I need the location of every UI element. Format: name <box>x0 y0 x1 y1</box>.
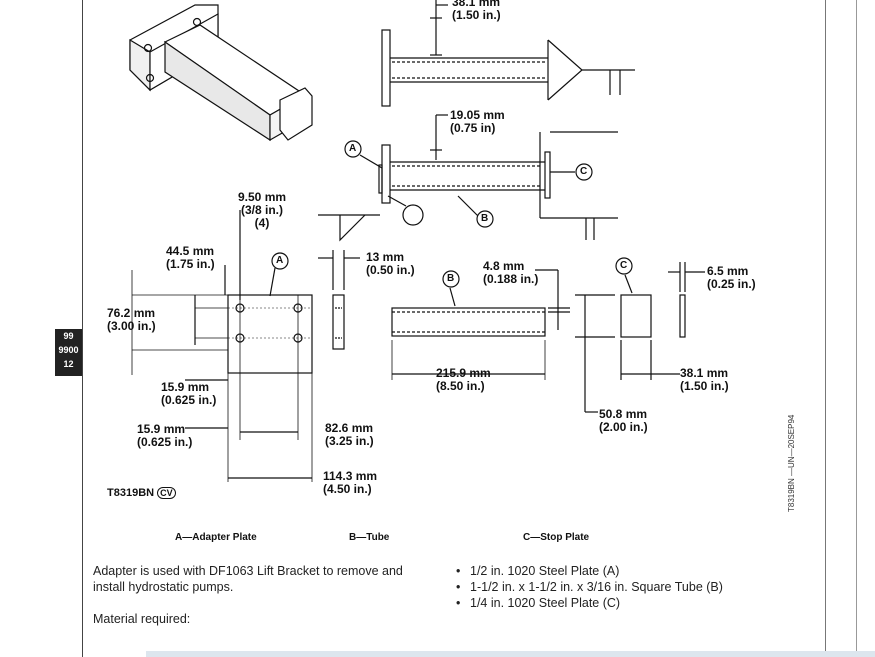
tube-view <box>391 269 570 380</box>
callout-c-label-2: C <box>620 260 628 271</box>
dim-stop-height: 50.8 mm(2.00 in.) <box>599 407 648 434</box>
material-item: 1-1/2 in. x 1-1/2 in. x 3/16 in. Square … <box>456 579 723 595</box>
dim-hole-span: 82.6 mm(3.25 in.) <box>325 421 374 448</box>
material-item: 1/2 in. 1020 Steel Plate (A) <box>456 563 723 579</box>
dim-edge-horizontal: 15.9 mm(0.625 in.) <box>137 422 193 449</box>
dim-plate-thickness: 13 mm(0.50 in.) <box>366 250 415 277</box>
callout-a-label: A <box>276 255 284 266</box>
callout-markers <box>271 140 633 288</box>
callout-a-label-2: A <box>349 143 357 154</box>
section-tab-line1: 99 <box>63 331 74 341</box>
dim-tube-length: 215.9 mm(8.50 in.) <box>436 366 491 393</box>
callout-c-label: C <box>580 166 588 177</box>
section-tab: 99 9900 12 <box>55 329 82 376</box>
usage-paragraph: Adapter is used with DF1063 Lift Bracket… <box>93 564 403 594</box>
callout-c-assembly <box>575 163 593 181</box>
stop-plate-view <box>575 262 705 413</box>
isometric-adapter-view <box>129 4 313 142</box>
dim-stop-thickness: 6.5 mm(0.25 in.) <box>707 264 756 291</box>
page-left-border <box>82 0 83 657</box>
adapter-plate-side-view <box>318 250 360 350</box>
side-view-assembled <box>381 0 635 107</box>
adapter-plate-front-view <box>131 210 313 482</box>
caption-stop-plate: C—Stop Plate <box>523 532 590 543</box>
side-figure-code: T8319BN —UN—20SEP94 <box>787 414 796 512</box>
page-right-border-outer <box>856 0 857 657</box>
section-tab-line2: 9900 <box>58 345 79 355</box>
callout-a-assembly <box>344 140 362 158</box>
callout-b-label: B <box>481 213 489 224</box>
side-view-detail <box>318 114 618 242</box>
dim-tube-gap: 19.05 mm(0.75 in) <box>450 108 505 135</box>
material-label: Material required: <box>93 612 191 626</box>
callout-b-tube <box>442 270 460 288</box>
callout-b-assembly <box>476 210 494 228</box>
material-item: 1/4 in. 1020 Steel Plate (C) <box>456 595 723 611</box>
callout-a-plate <box>271 252 289 270</box>
dim-hole-size: 9.50 mm(3/8 in.)(4) <box>238 190 287 230</box>
dim-plate-width: 114.3 mm(4.50 in.) <box>323 469 378 496</box>
dim-edge-vertical: 15.9 mm(0.625 in.) <box>161 380 217 407</box>
section-tab-line3: 12 <box>63 359 74 369</box>
materials-list: 1/2 in. 1020 Steel Plate (A) 1-1/2 in. x… <box>456 563 723 611</box>
dim-plate-hole-vertical: 44.5 mm(1.75 in.) <box>166 244 215 271</box>
page-right-border <box>825 0 826 657</box>
dim-top-thickness: 38.1 mm(1.50 in.) <box>452 0 501 22</box>
callout-b-label-2: B <box>447 273 455 284</box>
horizontal-scrollbar[interactable] <box>146 651 875 657</box>
dim-tube-wall: 4.8 mm(0.188 in.) <box>483 259 539 286</box>
cv-badge: CV <box>157 487 176 499</box>
callout-c-stop <box>615 257 633 275</box>
dim-plate-height: 76.2 mm(3.00 in.) <box>107 306 156 333</box>
caption-adapter-plate: A—Adapter Plate <box>175 532 257 543</box>
dim-stop-width: 38.1 mm(1.50 in.) <box>680 366 729 393</box>
caption-tube: B—Tube <box>349 532 390 543</box>
